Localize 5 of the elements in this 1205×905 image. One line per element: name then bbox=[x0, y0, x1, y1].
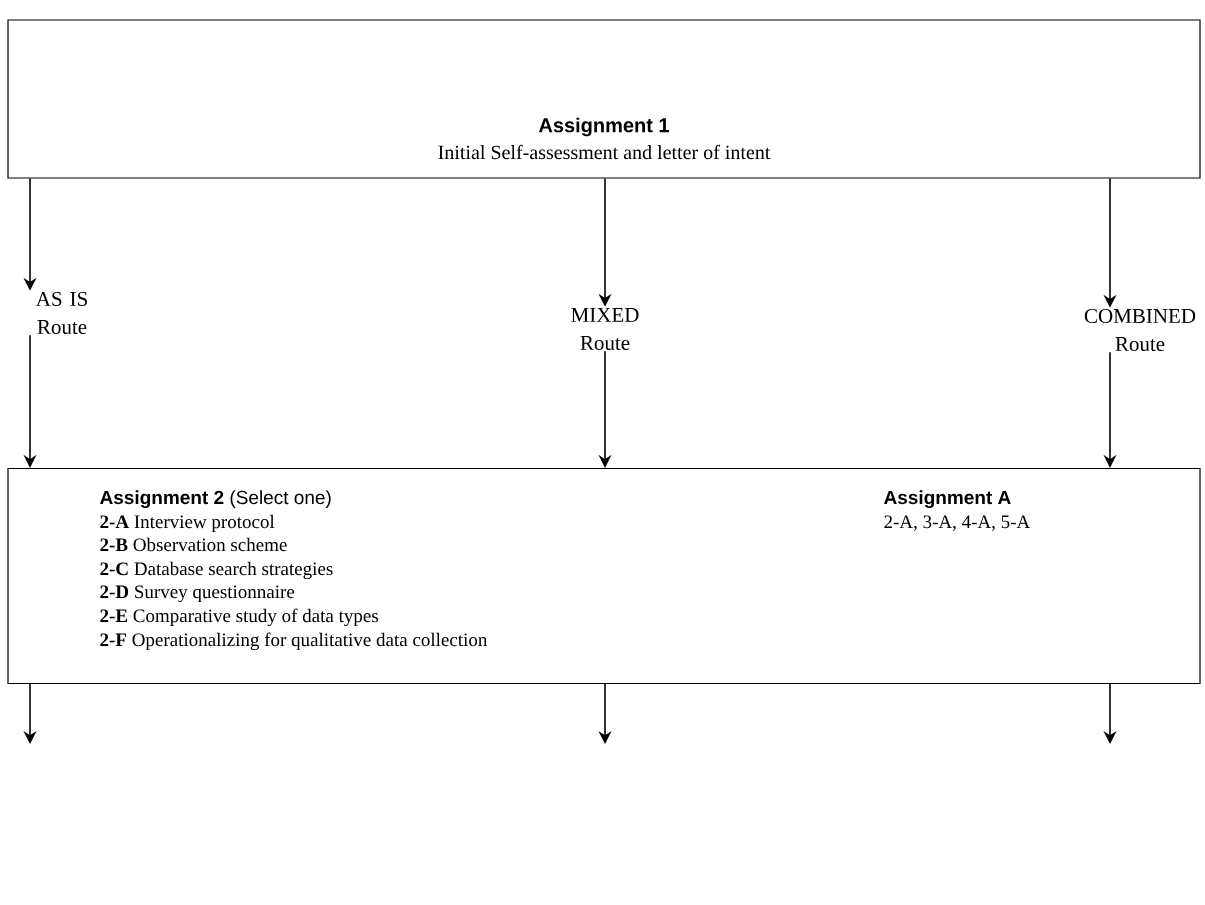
route-label: COMBINED Route bbox=[1084, 308, 1196, 352]
route-label: MIXED Route bbox=[571, 308, 639, 350]
route-label: AS IS Route bbox=[35, 291, 87, 335]
process-box: Assignment 1 Initial Self-assessment and letter of intent bbox=[7, 19, 1201, 179]
process-box: Assignment 2 (Select one) 2-A Interview protocol 2-B Observation scheme 2-C Database search strategies 2-D Survey questionnaire 2-E Comparative study of data types 2-F Operationalizing for qualitative data collection Assignment A 2-A, 3-A, 4-A, 5-A bbox=[7, 467, 1201, 685]
